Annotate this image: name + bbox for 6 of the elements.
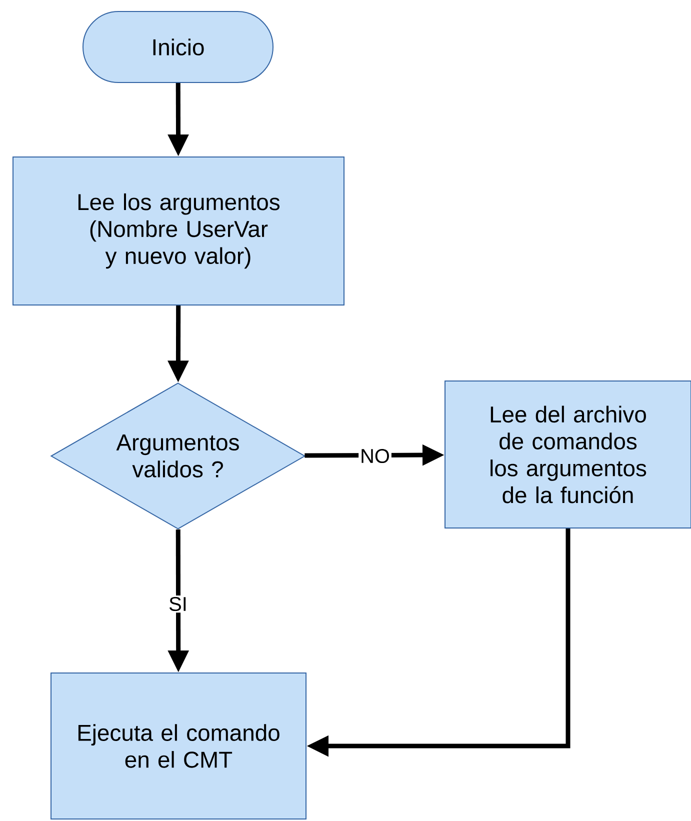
process-box: Lee los argumentos (Nombre UserVar y nuevo valor) xyxy=(12,156,344,306)
edge-label: SI xyxy=(167,595,189,613)
start-terminal: Inicio xyxy=(82,11,274,83)
process-box: Lee del archivo de comandos los argumentos de la función xyxy=(444,380,691,528)
process-box: Ejecuta el comando en el CMT xyxy=(50,672,306,820)
edge-label: NO xyxy=(358,447,392,465)
